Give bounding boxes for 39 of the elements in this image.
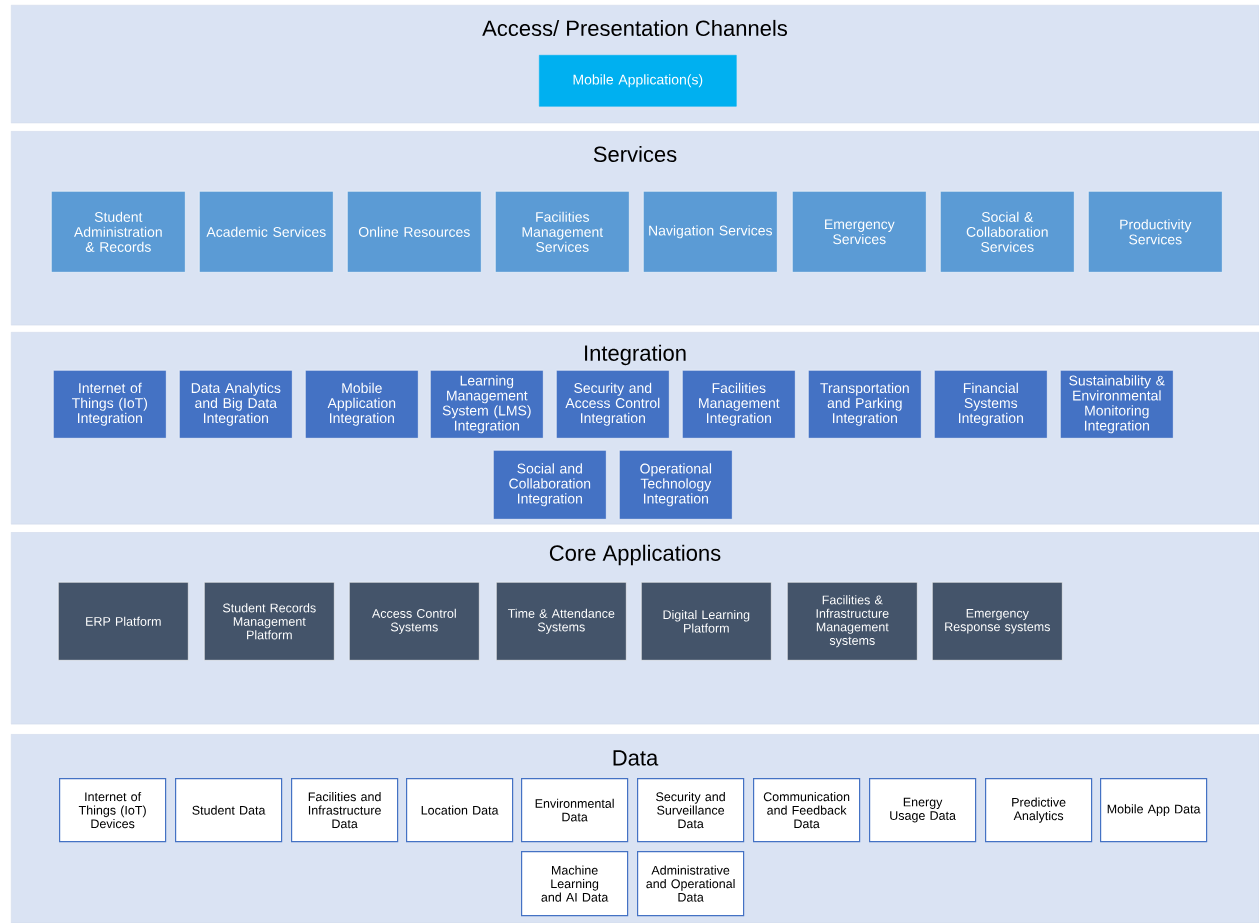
data-box: Security and Surveillance Data <box>637 778 745 843</box>
application-box: Student Records Management Platform <box>204 582 335 661</box>
data-box: Predictive Analytics <box>985 778 1093 843</box>
data-box: Communication and Feedback Data <box>753 778 861 843</box>
service-box: Academic Services <box>199 191 334 273</box>
service-box: Navigation Services <box>643 191 778 273</box>
data-box: Student Data <box>175 778 283 843</box>
integration-box: Sustainability & Environmental Monitoring Integration <box>1060 369 1174 439</box>
data-box: Location Data <box>406 778 514 843</box>
data-box: Mobile App Data <box>1100 778 1208 843</box>
application-box: Facilities & Infrastructure Management systems <box>787 582 918 661</box>
data-box: Environmental Data <box>521 778 629 843</box>
service-box: Facilities Management Services <box>495 191 630 273</box>
data-box: Internet of Things (IoT) Devices <box>59 778 167 843</box>
service-box: Productivity Services <box>1088 191 1223 273</box>
application-box: Digital Learning Platform <box>641 582 772 661</box>
service-box: Student Administration & Records <box>51 191 186 273</box>
application-box: Time & Attendance Systems <box>496 582 627 661</box>
service-box: Online Resources <box>347 191 482 273</box>
integration-box: Learning Management System (LMS) Integration <box>430 369 544 439</box>
data-box: Energy Usage Data <box>869 778 977 843</box>
integration-box: Transportation and Parking Integration <box>808 369 922 439</box>
data-box: Machine Learning and AI Data <box>521 851 629 917</box>
integration-box: Data Analytics and Big Data Integration <box>179 369 293 439</box>
integration-box: Security and Access Control Integration <box>556 369 670 439</box>
integration-box: Mobile Application Integration <box>305 369 419 439</box>
integration-box: Facilities Management Integration <box>682 369 796 439</box>
data-box: Facilities and Infrastructure Data <box>291 778 399 843</box>
application-box: Access Control Systems <box>349 582 480 661</box>
integration-box: Operational Technology Integration <box>619 449 733 520</box>
application-box: Emergency Response systems <box>932 582 1063 661</box>
integration-box: Financial Systems Integration <box>934 369 1048 439</box>
integration-box: Internet of Things (IoT) Integration <box>53 369 167 439</box>
application-box: ERP Platform <box>58 582 189 661</box>
integration-box: Social and Collaboration Integration <box>493 449 607 520</box>
channel-box: Mobile Application(s) <box>539 55 737 107</box>
service-box: Social & Collaboration Services <box>940 191 1075 273</box>
service-box: Emergency Services <box>792 191 927 273</box>
data-box: Administrative and Operational Data <box>637 851 745 917</box>
